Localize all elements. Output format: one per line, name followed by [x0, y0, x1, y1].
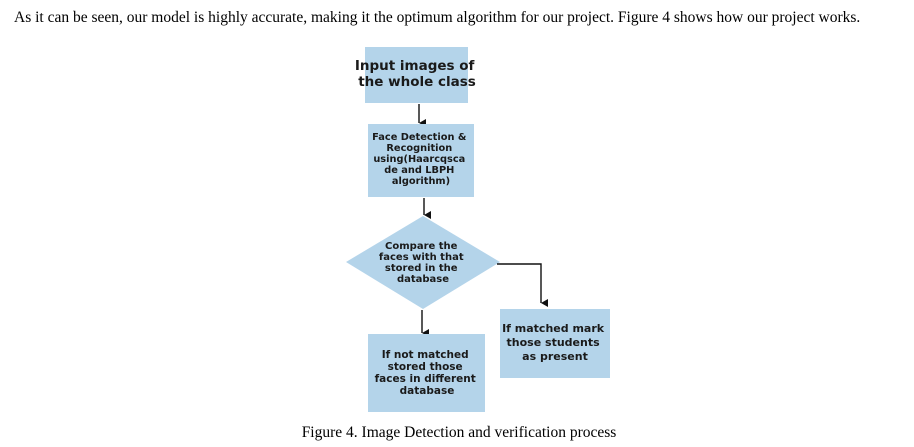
input-line-1: Input images of: [355, 58, 475, 74]
figure-caption: Figure 4. Image Detection and verificati…: [0, 424, 914, 442]
svg-text:Compare the faces with t: Compare the faces with that stored in th…: [379, 241, 467, 285]
compare-line-2: faces with that: [379, 252, 464, 263]
input-images-box: Input images of the whole class: [355, 47, 479, 103]
figure-caption-text: Figure 4. Image Detection and verificati…: [301, 424, 617, 441]
not-matched-line-1: If not matched: [382, 349, 469, 361]
detect-line-1: Face Detection &: [372, 132, 467, 143]
not-matched-line-3: faces in different: [375, 373, 476, 385]
compare-diamond-shape: [346, 216, 500, 309]
svg-text:If not matched stored th: If not matched stored those faces in dif…: [375, 349, 480, 397]
detect-line-3: using(Haarcqsca: [373, 154, 465, 165]
arrow-compare-to-matched: [497, 263, 548, 307]
body-paragraph: As it can be seen, our model is highly a…: [14, 9, 861, 26]
input-line-2: the whole class: [358, 74, 476, 90]
detect-box-shape: [368, 124, 474, 197]
face-detection-box: Face Detection & Recognition using(Haarc…: [368, 124, 474, 197]
matched-line-3: as present: [522, 350, 588, 363]
detect-line-5: algorithm): [392, 176, 450, 187]
detect-line-2: Recognition: [386, 143, 452, 154]
matched-box: If matched mark those students as presen…: [500, 309, 610, 378]
not-matched-box: If not matched stored those faces in dif…: [368, 334, 485, 412]
svg-text:Input images of the whol: Input images of the whole class: [355, 58, 479, 90]
matched-box-shape: [500, 309, 610, 378]
compare-faces-diamond: Compare the faces with that stored in th…: [346, 216, 500, 309]
matched-line-1: If matched mark: [502, 322, 605, 335]
compare-line-1: Compare the: [385, 241, 458, 252]
svg-text:If matched mark those st: If matched mark those students as presen…: [502, 322, 608, 363]
matched-line-2: those students: [507, 336, 601, 349]
detect-line-4: de and LBPH: [384, 165, 454, 176]
not-matched-line-2: stored those: [388, 361, 463, 373]
input-box-shape: [365, 47, 468, 103]
svg-text:Face Detection & Recogni: Face Detection & Recognition using(Haarc…: [372, 132, 470, 187]
compare-line-3: stored in the: [385, 263, 458, 274]
compare-line-4: database: [397, 274, 449, 285]
not-matched-box-shape: [368, 334, 485, 412]
not-matched-line-4: database: [400, 385, 455, 397]
